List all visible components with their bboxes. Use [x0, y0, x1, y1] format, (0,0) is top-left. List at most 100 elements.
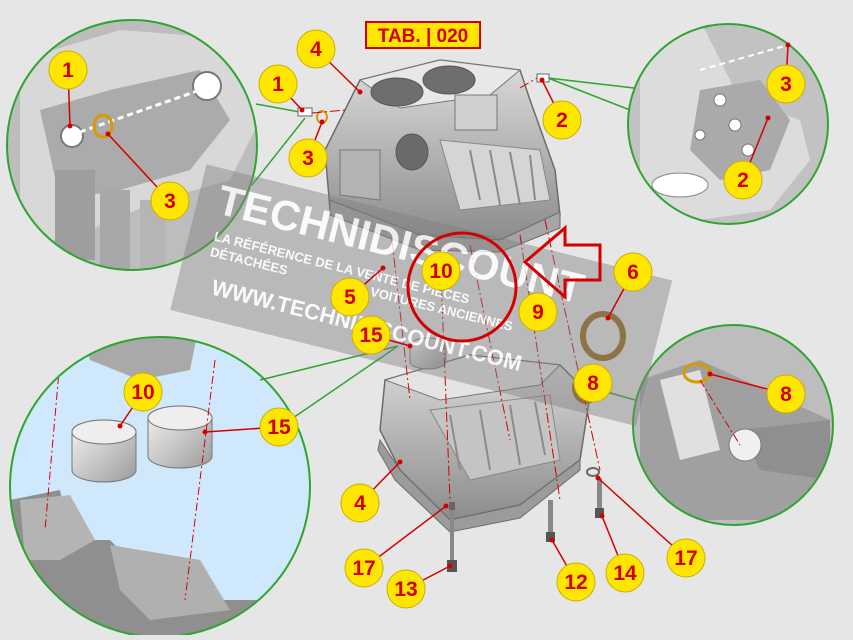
callout-c-5: 5: [330, 277, 370, 317]
callout-number: 2: [556, 109, 568, 132]
callout-number: 5: [344, 286, 356, 309]
callout-badge: [766, 64, 806, 104]
callout-badge: [666, 538, 706, 578]
assembly-lines: [311, 77, 601, 501]
callout-badge: [518, 292, 558, 332]
leader-tip-c-2-top: [539, 77, 545, 83]
callout-badge: [351, 315, 391, 355]
callout-c-3-right-zoom: 3: [766, 64, 806, 104]
callout-badge: [288, 138, 328, 178]
callout-c-12: 12: [556, 562, 596, 602]
callout-c-9: 9: [518, 292, 558, 332]
callout-c-15-center: 15: [351, 315, 391, 355]
upper-engine-block: [324, 59, 561, 253]
bearing-shell-small: [409, 337, 447, 370]
callout-badge: [48, 50, 88, 90]
callout-number: 4: [310, 38, 322, 61]
callout-c-8-right-zoom: 8: [766, 374, 806, 414]
callout-badge: [258, 64, 298, 104]
callout-c-13: 13: [386, 569, 426, 609]
callout-badge: [723, 160, 763, 200]
callout-badge: [340, 483, 380, 523]
callout-c-3-top: 3: [288, 138, 328, 178]
bolt-12: [546, 500, 555, 542]
callout-c-2-top: 2: [542, 100, 582, 140]
bearing-shell-icon: [71, 419, 137, 483]
callout-number: 10: [131, 381, 154, 404]
leader-tip-c-15-bottom-zoom: [202, 429, 208, 435]
callout-number: 15: [359, 324, 383, 347]
callout-number: 1: [272, 73, 284, 96]
leader-c-17-right: [597, 477, 687, 559]
leader-tip-c-2-right-zoom: [765, 115, 771, 121]
callout-number: 9: [532, 301, 544, 324]
callout-badge: [344, 548, 384, 588]
leader-tip-c-1-top: [299, 107, 305, 113]
leader-tip-c-17-right: [595, 475, 601, 481]
leader-tip-c-1-left-zoom: [67, 123, 73, 129]
leader-tip-c-3-left-zoom: [105, 131, 111, 137]
leader-tip-c-12: [549, 537, 555, 543]
callout-number: 3: [780, 73, 792, 96]
callout-c-6: 6: [613, 252, 653, 292]
leader-tip-c-3-right-zoom: [785, 42, 791, 48]
callout-c-17-left: 17: [344, 548, 384, 588]
callout-badge: [296, 29, 336, 69]
bolt-14: [586, 467, 604, 518]
callout-c-10-bottom-zoom: 10: [123, 372, 163, 412]
zoom-detail-bottom-left: [9, 336, 399, 638]
callout-c-15-bottom-zoom: 15: [259, 407, 299, 447]
bearing-shell-icon-2: [147, 405, 213, 469]
callout-c-14: 14: [605, 553, 645, 593]
callout-number: 10: [429, 260, 452, 283]
callout-badge: [123, 372, 163, 412]
callout-badge: [386, 569, 426, 609]
leader-tip-c-13: [447, 563, 453, 569]
callout-number: 17: [674, 547, 697, 570]
callout-number: 15: [267, 416, 291, 439]
callout-number: 3: [302, 147, 314, 170]
callout-number: 3: [164, 190, 176, 213]
leader-tip-c-4-top: [357, 89, 363, 95]
callout-number: 17: [352, 557, 375, 580]
callout-badge: [766, 374, 806, 414]
lower-crankcase: [377, 354, 591, 533]
callout-c-3-left-zoom: 3: [150, 181, 190, 221]
callout-c-10-center: 10: [421, 251, 461, 291]
callout-c-2-right-zoom: 2: [723, 160, 763, 200]
callout-badge: [613, 252, 653, 292]
leader-tip-c-3-top: [319, 119, 325, 125]
tab-label-text: TAB. | 020: [378, 26, 469, 47]
leader-tip-c-4-bottom: [397, 459, 403, 465]
callout-badge: [421, 251, 461, 291]
callout-c-1-top: 1: [258, 64, 298, 104]
zoom-detail-top-right: [547, 23, 829, 225]
callout-c-1-left-zoom: 1: [48, 50, 88, 90]
leader-tip-c-6: [605, 315, 611, 321]
callout-badge: [150, 181, 190, 221]
tab-label: TAB. | 020: [365, 21, 481, 49]
callout-badge: [542, 100, 582, 140]
thrust-washer-6: [580, 311, 626, 361]
leader-tip-c-17-left: [443, 503, 449, 509]
leader-tip-c-14: [599, 513, 605, 519]
callout-number: 2: [737, 169, 749, 192]
callout-number: 1: [62, 59, 74, 82]
callout-badge: [330, 277, 370, 317]
leader-tip-c-15-center: [407, 343, 413, 349]
callout-badge: [605, 553, 645, 593]
leader-tip-c-5: [380, 265, 386, 271]
callout-number: 8: [587, 372, 599, 395]
callout-number: 12: [564, 571, 587, 594]
callout-c-17-right: 17: [666, 538, 706, 578]
callout-number: 6: [627, 261, 639, 284]
leader-tip-c-8-right-zoom: [707, 371, 713, 377]
callout-c-4-bottom: 4: [340, 483, 380, 523]
callout-number: 13: [394, 578, 417, 601]
highlight-circle: [406, 231, 518, 343]
callout-number: 14: [613, 562, 637, 585]
callout-badge: [259, 407, 299, 447]
